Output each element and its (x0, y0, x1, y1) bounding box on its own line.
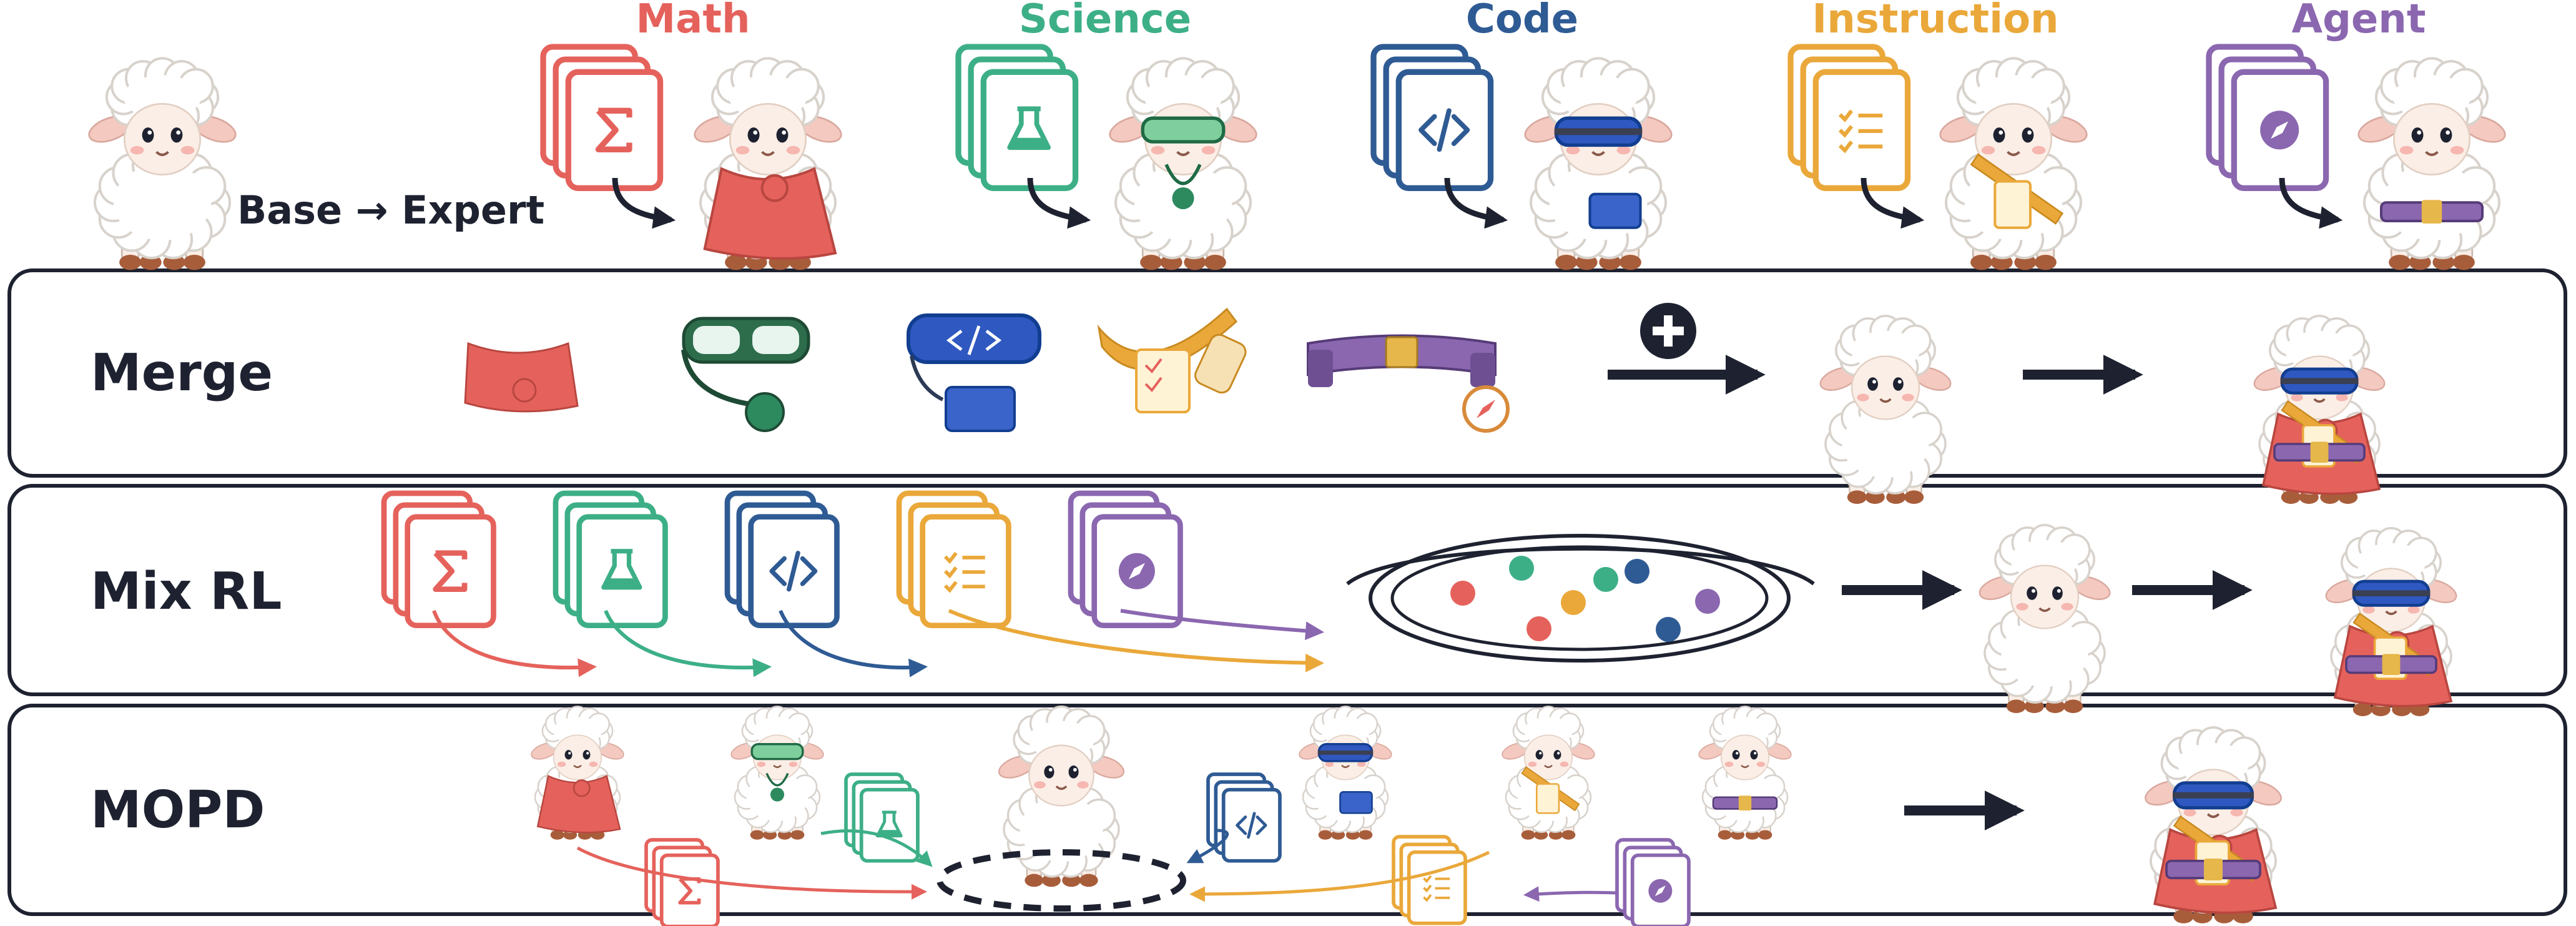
domain-label-agent: Agent (2291, 0, 2426, 42)
code-brackets-icon (769, 551, 818, 592)
domain-label-math: Math (636, 0, 750, 42)
card-stack-agent-mopd (1615, 838, 1691, 926)
mopd-arrow-math (576, 846, 927, 900)
pool-dot-agent (1695, 589, 1720, 614)
card-stack-instruction-top (1787, 44, 1911, 191)
card-stack-science-mixrl (553, 490, 668, 629)
base-sheep (88, 57, 237, 270)
card-stack-code-top (1370, 44, 1494, 191)
card-stack-instruction-mixrl (896, 490, 1011, 629)
card-stack-instruction-mopd (1392, 835, 1467, 925)
sigma-icon (595, 107, 632, 152)
mixrl-result-sheep (2325, 526, 2457, 716)
sigma-icon (433, 550, 468, 593)
panel-title-mopd: MOPD (91, 781, 265, 840)
red-scarf-accessory (464, 342, 579, 413)
panel-mixrl (7, 484, 2567, 696)
arrow-base-to-instruction-expert (1861, 177, 1925, 229)
card-stack-agent-mixrl (1068, 490, 1183, 629)
domain-label-science: Science (1018, 0, 1192, 42)
mixrl-arrow-math (432, 610, 597, 677)
pool-dot-instruction (1561, 590, 1586, 615)
card-stack-code-mopd (1206, 772, 1282, 863)
checklist-icon (1838, 109, 1883, 154)
pool-dot-code (1656, 617, 1681, 642)
mopd-arrow-instruction (1189, 850, 1490, 902)
data-pool-ellipse (1346, 534, 1815, 662)
plus-icon (1640, 303, 1696, 359)
domain-label-instruction: Instruction (1812, 0, 2059, 42)
mopd-student-dashed-ring (937, 849, 1186, 912)
mixrl-arrow-code (779, 609, 928, 677)
expert-sheep-instruction (1939, 57, 2088, 270)
panel-title-merge: Merge (91, 343, 273, 403)
code-brackets-icon (1236, 812, 1267, 839)
flask-icon (875, 810, 903, 838)
mixrl-arrow-agent (1120, 609, 1324, 641)
mopd-student-sheep (998, 705, 1125, 887)
card-stack-science-top (955, 44, 1079, 191)
expert-sheep-science (1109, 57, 1257, 270)
card-stack-math-mixrl (381, 490, 496, 629)
expert-sheep-agent (2357, 57, 2506, 270)
mixrl-arrow-instruction (948, 609, 1324, 672)
checklist-icon (1423, 875, 1450, 902)
card-stack-science-mopd (844, 772, 920, 863)
mopd-arrow-code (1186, 829, 1229, 864)
panel-merge (7, 268, 2567, 478)
checklist-icon (943, 551, 985, 593)
expert-sheep-code (1524, 57, 1673, 270)
pool-dot-math (1450, 581, 1475, 606)
arrow-base-to-math-expert (612, 177, 676, 229)
pool-dot-code (1625, 559, 1649, 584)
pool-dot-math (1526, 616, 1551, 641)
compass-icon (1648, 879, 1673, 903)
merge-base-sheep (1819, 314, 1952, 504)
compass-icon (1118, 553, 1155, 589)
card-stack-math-mopd (644, 838, 720, 926)
merge-accessory-row (464, 307, 1510, 433)
pool-dot-science (1593, 567, 1618, 592)
expert-sheep-math (694, 57, 842, 270)
agent-belt-accessory (1307, 334, 1510, 433)
base-to-expert-caption: Base → Expert (237, 187, 545, 233)
panel-title-mixrl: Mix RL (91, 562, 282, 621)
card-stack-agent-top (2206, 44, 2329, 191)
domain-label-code: Code (1465, 0, 1579, 42)
flask-icon (1007, 106, 1051, 150)
panel-mopd (7, 704, 2567, 916)
mopd-arrow-science (820, 829, 933, 867)
flask-icon (601, 549, 642, 590)
mopd-arrow-agent (1523, 886, 1618, 902)
merge-result-sheep (2253, 314, 2386, 504)
mixrl-arrow-science (604, 609, 772, 677)
code-visor-accessory (907, 313, 1041, 432)
card-stack-code-mixrl (724, 490, 840, 629)
instruction-sash-accessory (1097, 307, 1247, 413)
pool-dot-science (1509, 556, 1534, 581)
arrow-base-to-agent-expert (2279, 177, 2343, 229)
arrow-base-to-science-expert (1027, 177, 1091, 229)
card-stack-math-top (540, 44, 664, 191)
code-brackets-icon (1418, 108, 1470, 152)
mopd-result-sheep (2145, 726, 2282, 924)
science-goggles-accessory (681, 317, 810, 432)
arrow-base-to-code-expert (1444, 177, 1508, 229)
data-pool-dots (1450, 556, 1720, 642)
mopd-teacher-row (531, 706, 1792, 840)
compass-icon (2260, 111, 2299, 150)
mixrl-base-sheep (1979, 523, 2111, 713)
